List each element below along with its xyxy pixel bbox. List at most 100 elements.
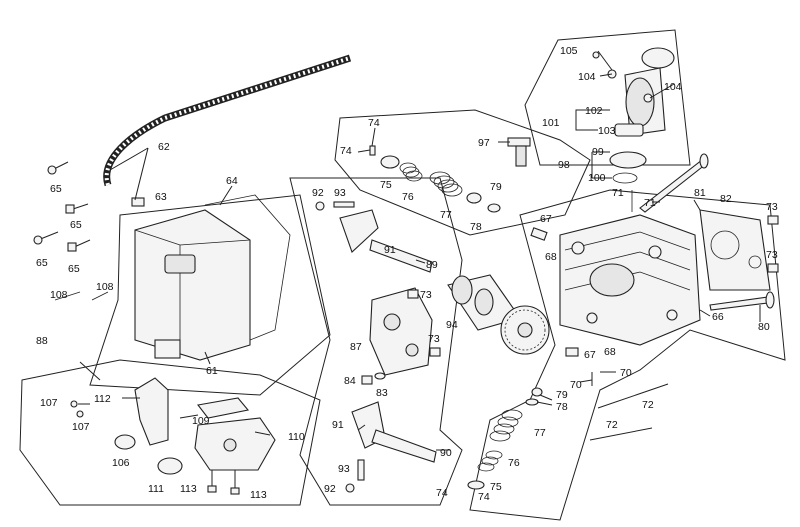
cover-gasket-64 xyxy=(204,194,291,341)
bolt-65c xyxy=(33,231,59,245)
part-label: 67 xyxy=(584,349,596,361)
part-label: 72 xyxy=(606,419,618,431)
clamp-108a xyxy=(54,291,81,301)
nut-92a xyxy=(315,201,325,211)
part-label: 71 xyxy=(612,187,624,199)
camshaft-holder-87 xyxy=(369,287,433,376)
part-label: 78 xyxy=(556,401,568,413)
part-label: 101 xyxy=(542,117,560,129)
exhaust-valve-80 xyxy=(709,296,769,311)
part-label: 74 xyxy=(368,117,380,129)
rocker-shaft-90 xyxy=(371,429,437,463)
part-label: 65 xyxy=(36,257,48,269)
part-label: 73 xyxy=(766,201,778,213)
part-label: 100 xyxy=(588,172,606,184)
part-label: 62 xyxy=(158,141,170,153)
valve-spring-76b xyxy=(477,450,503,472)
valve-spring-77 xyxy=(429,171,463,197)
part-label: 91 xyxy=(332,419,344,431)
part-label: 102 xyxy=(585,105,603,117)
spring-retainer-75 xyxy=(380,155,400,169)
part-label: 93 xyxy=(338,463,350,475)
part-label: 65 xyxy=(68,263,80,275)
part-label: 67 xyxy=(540,213,552,225)
part-label: 73 xyxy=(428,333,440,345)
part-label: 84 xyxy=(344,375,356,387)
part-label: 81 xyxy=(694,187,706,199)
stud-72a xyxy=(597,383,669,409)
adjuster-93a xyxy=(333,201,355,208)
part-label: 70 xyxy=(570,379,582,391)
part-label: 94 xyxy=(446,319,458,331)
o-ring-100 xyxy=(612,172,638,184)
part-label: 76 xyxy=(508,457,520,469)
part-label: 103 xyxy=(598,125,616,137)
part-label: 92 xyxy=(312,187,324,199)
breather-plate-109 xyxy=(197,397,250,419)
part-label: 68 xyxy=(545,251,557,263)
part-label: 63 xyxy=(155,191,167,203)
part-label: 75 xyxy=(380,179,392,191)
part-label: 70 xyxy=(620,367,632,379)
seal-79b xyxy=(531,387,543,397)
bolt-65d xyxy=(67,239,91,252)
part-label: 113 xyxy=(180,483,197,495)
clip-107a xyxy=(70,400,78,408)
head-gasket-82 xyxy=(699,209,771,291)
part-label: 68 xyxy=(604,346,616,358)
valve-seal-79 xyxy=(487,203,501,213)
part-label: 105 xyxy=(560,45,578,57)
part-label: 71 xyxy=(644,197,656,209)
part-label: 104 xyxy=(664,81,682,93)
part-label: 106 xyxy=(112,457,130,469)
bolt-65b xyxy=(65,203,89,214)
part-label: 64 xyxy=(226,175,238,187)
stud-67b xyxy=(565,347,579,357)
rocker-shaft-89 xyxy=(369,239,433,273)
part-label: 112 xyxy=(94,393,111,405)
part-label: 78 xyxy=(470,221,482,233)
part-label: 74 xyxy=(478,491,490,503)
part-label: 98 xyxy=(558,159,570,171)
throttle-body-assembly xyxy=(592,47,675,137)
valve-spring-77b xyxy=(489,409,523,442)
part-label: 66 xyxy=(712,311,724,323)
gasket-106 xyxy=(114,434,136,450)
bolt-113b xyxy=(230,470,240,495)
part-label: 74 xyxy=(340,145,352,157)
dowel-73b xyxy=(767,263,779,273)
clamp-108b xyxy=(91,291,109,301)
clip-63 xyxy=(131,197,145,207)
valve-cotter-74 xyxy=(369,145,376,156)
spring-seat-78 xyxy=(466,192,482,204)
part-label: 110 xyxy=(288,431,305,443)
leader-lines xyxy=(78,50,761,451)
part-label: 80 xyxy=(758,321,770,333)
part-label: 65 xyxy=(50,183,62,195)
part-label: 92 xyxy=(324,483,336,495)
part-label: 79 xyxy=(556,389,568,401)
part-label: 109 xyxy=(192,415,210,427)
part-label: 82 xyxy=(720,193,732,205)
bolt-113a xyxy=(207,470,217,493)
bolt-84 xyxy=(361,375,373,385)
gasket-99 xyxy=(609,151,647,169)
part-label: 90 xyxy=(440,447,452,459)
clip-107b xyxy=(76,410,84,418)
part-label: 73 xyxy=(420,289,432,301)
stud-67 xyxy=(530,227,548,241)
rocker-arm-91a xyxy=(339,209,379,253)
part-label: 77 xyxy=(534,427,546,439)
washer-83 xyxy=(374,372,386,380)
part-label: 108 xyxy=(50,289,68,301)
retainer-75b xyxy=(467,480,485,490)
breather-group-outline xyxy=(19,359,321,506)
bolt-65a xyxy=(47,161,69,175)
cam-sprocket xyxy=(500,305,550,355)
part-label: 83 xyxy=(376,387,388,399)
part-label: 104 xyxy=(578,71,596,83)
part-label: 87 xyxy=(350,341,362,353)
part-label: 107 xyxy=(72,421,90,433)
seat-78b xyxy=(525,398,539,406)
